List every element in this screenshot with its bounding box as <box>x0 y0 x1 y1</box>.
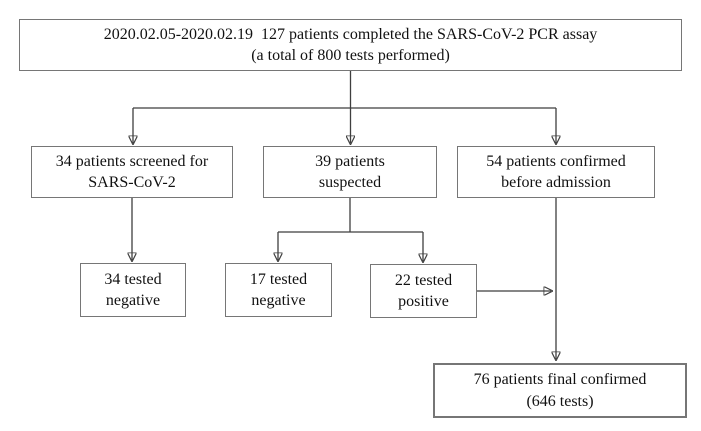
node-total-patients: 2020.02.05-2020.02.19 127 patients compl… <box>19 19 682 71</box>
node-neg34-line2: negative <box>105 292 161 309</box>
node-confirmed-line1: 54 patients confirmed <box>486 152 626 170</box>
node-screened-tested-negative: 34 tested negative <box>80 263 186 317</box>
node-total-line2: (a total of 800 tests performed) <box>251 47 450 64</box>
node-pos22-line1: 22 tested <box>394 271 453 289</box>
node-final-confirmed: 76 patients final confirmed (646 tests) <box>433 363 687 418</box>
node-suspected-tested-positive: 22 tested positive <box>370 264 477 318</box>
node-suspected-line2: suspected <box>318 174 382 191</box>
node-neg17-line2: negative <box>251 292 306 309</box>
node-confirmed-before-admission: 54 patients confirmed before admission <box>457 146 655 198</box>
node-neg17-line1: 17 tested <box>249 270 308 288</box>
node-total-line1: 2020.02.05-2020.02.19 127 patients compl… <box>103 25 598 43</box>
node-final-line1: 76 patients final confirmed <box>473 371 647 389</box>
node-screened-line1: 34 patients screened for <box>55 152 209 170</box>
node-suspected-line1: 39 patients <box>315 152 385 170</box>
node-pos22-line2: positive <box>398 293 449 310</box>
node-suspected-tested-negative: 17 tested negative <box>225 263 332 317</box>
node-confirmed-line2: before admission <box>501 174 611 191</box>
node-suspected-patients: 39 patients suspected <box>263 146 437 198</box>
node-screened-line2: SARS-CoV-2 <box>88 174 176 191</box>
node-final-line2: (646 tests) <box>526 392 594 410</box>
node-neg34-line1: 34 tested <box>104 270 162 288</box>
node-screened-patients: 34 patients screened for SARS-CoV-2 <box>31 146 233 198</box>
